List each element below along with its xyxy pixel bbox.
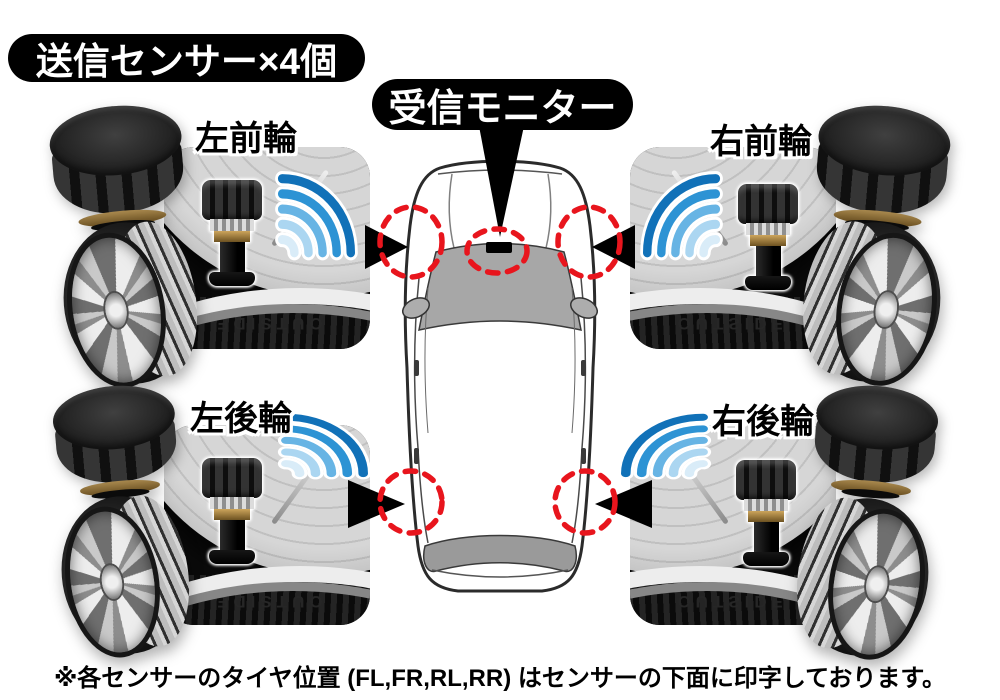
sensor-cap bbox=[46, 100, 187, 233]
sensor-cap bbox=[50, 380, 180, 501]
valve-sensor-base bbox=[209, 272, 255, 286]
receiver-monitor-device bbox=[486, 242, 512, 253]
rear-bumper-line bbox=[431, 569, 569, 578]
sensor-location-marker-monitor bbox=[464, 226, 530, 276]
signal-waves-icon bbox=[612, 384, 718, 486]
sensor-location-marker-rear-left bbox=[377, 468, 445, 536]
valve-sensor bbox=[198, 458, 266, 564]
door-handle bbox=[581, 448, 586, 464]
car-top-view bbox=[340, 118, 660, 605]
valve-sensor-collar bbox=[210, 219, 254, 231]
left-door-line bbox=[413, 277, 429, 544]
wheel-label-rear-left: 左後輪 bbox=[190, 400, 292, 438]
sender-count-badge: 送信センサー×4個 bbox=[8, 34, 365, 82]
receiver-pointer-arrow bbox=[479, 126, 524, 237]
receiver-monitor-badge: 受信モニター bbox=[372, 79, 633, 130]
sensor-cap bbox=[811, 380, 941, 501]
signal-waves-icon bbox=[269, 135, 363, 269]
sensor-location-marker-rear-right bbox=[552, 468, 618, 536]
right-door-line bbox=[571, 277, 587, 544]
side-mirror-left bbox=[402, 297, 430, 319]
pointer-arrow-rear-right bbox=[595, 480, 652, 528]
wheel-label-front-left: 左前輪 bbox=[195, 120, 297, 158]
valve-sensor bbox=[732, 460, 800, 566]
valve-sensor-cap bbox=[202, 180, 262, 220]
tire bbox=[50, 487, 200, 665]
valve-sensor bbox=[734, 184, 802, 290]
sensor-cap bbox=[813, 100, 954, 233]
door-handle bbox=[414, 448, 419, 464]
tire bbox=[792, 212, 952, 394]
sender-count-label: 送信センサー×4個 bbox=[35, 41, 338, 82]
valve-sensor-brass-ring bbox=[214, 231, 250, 242]
wheel-closeup-panel-rear-left: OUTSIDE bbox=[164, 425, 370, 625]
pointer-arrow-front-right bbox=[592, 225, 635, 269]
receiver-monitor-label: 受信モニター bbox=[388, 88, 617, 130]
side-mirror-right bbox=[570, 297, 598, 319]
wheel-label-rear-right: 右後輪 bbox=[712, 403, 814, 441]
hood-crease-right bbox=[545, 173, 552, 249]
door-handle bbox=[581, 360, 586, 376]
footnote: ※各センサーのタイヤ位置 (FL,FR,RL,RR) はセンサーの下面に印字して… bbox=[53, 665, 947, 692]
sensor-location-marker-front-right bbox=[555, 204, 623, 280]
wheel-label-front-right: 右前輪 bbox=[710, 123, 812, 161]
tire-hub bbox=[103, 291, 130, 330]
pointer-arrow-rear-left bbox=[348, 480, 405, 528]
valve-sensor-stem bbox=[219, 242, 245, 272]
tire bbox=[52, 212, 208, 395]
valve-sensor bbox=[198, 180, 266, 286]
rim-lip-shadow bbox=[164, 304, 370, 349]
door-handle bbox=[414, 360, 419, 376]
windshield bbox=[418, 242, 582, 331]
hood-crease-left bbox=[448, 173, 455, 249]
signal-waves-icon bbox=[635, 135, 729, 269]
pointer-arrow-front-left bbox=[365, 225, 408, 269]
tire bbox=[786, 488, 940, 667]
sensor-location-marker-front-left bbox=[377, 204, 445, 280]
signal-waves-icon bbox=[271, 384, 377, 486]
